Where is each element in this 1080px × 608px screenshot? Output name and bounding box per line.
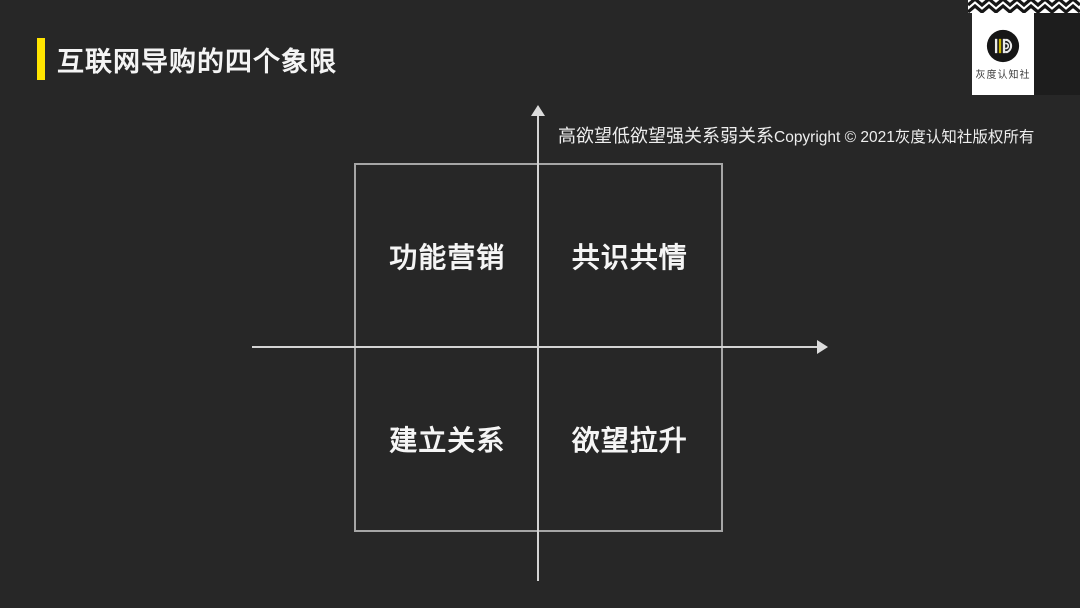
quadrant-bottom-left: 建立关系	[356, 348, 539, 531]
zigzag-pattern-icon	[968, 0, 1080, 13]
logo-card: 灰度认知社	[972, 0, 1034, 95]
quadrant-top-left: 功能营销	[356, 165, 539, 348]
axis-annotation: 高欲望低欲望强关系弱关系Copyright © 2021灰度认知社版权所有	[558, 122, 1034, 148]
quadrant-top-right: 共识共情	[539, 165, 722, 348]
hd-monogram-icon	[986, 29, 1020, 63]
axis-labels-text: 高欲望低欲望强关系弱关系	[558, 126, 774, 146]
brand-logo-badge: 灰度认知社	[968, 0, 1080, 97]
logo-black-block	[1034, 13, 1080, 95]
copyright-text: Copyright © 2021灰度认知社版权所有	[774, 129, 1035, 146]
quadrant-label: 共识共情	[571, 242, 688, 274]
quadrant-label: 欲望拉升	[571, 424, 688, 456]
up-arrow-icon	[531, 105, 545, 116]
brand-name: 灰度认知社	[975, 70, 1031, 81]
vertical-axis-line	[537, 115, 539, 581]
horizontal-axis-line	[252, 346, 818, 348]
page-title: 互联网导购的四个象限	[57, 46, 337, 77]
quadrant-bottom-right: 欲望拉升	[539, 348, 722, 531]
title-accent-bar	[37, 38, 45, 80]
title-row: 互联网导购的四个象限	[37, 38, 337, 80]
right-arrow-icon	[817, 340, 828, 354]
quadrant-label: 功能营销	[389, 242, 506, 274]
quadrant-label: 建立关系	[389, 424, 506, 456]
